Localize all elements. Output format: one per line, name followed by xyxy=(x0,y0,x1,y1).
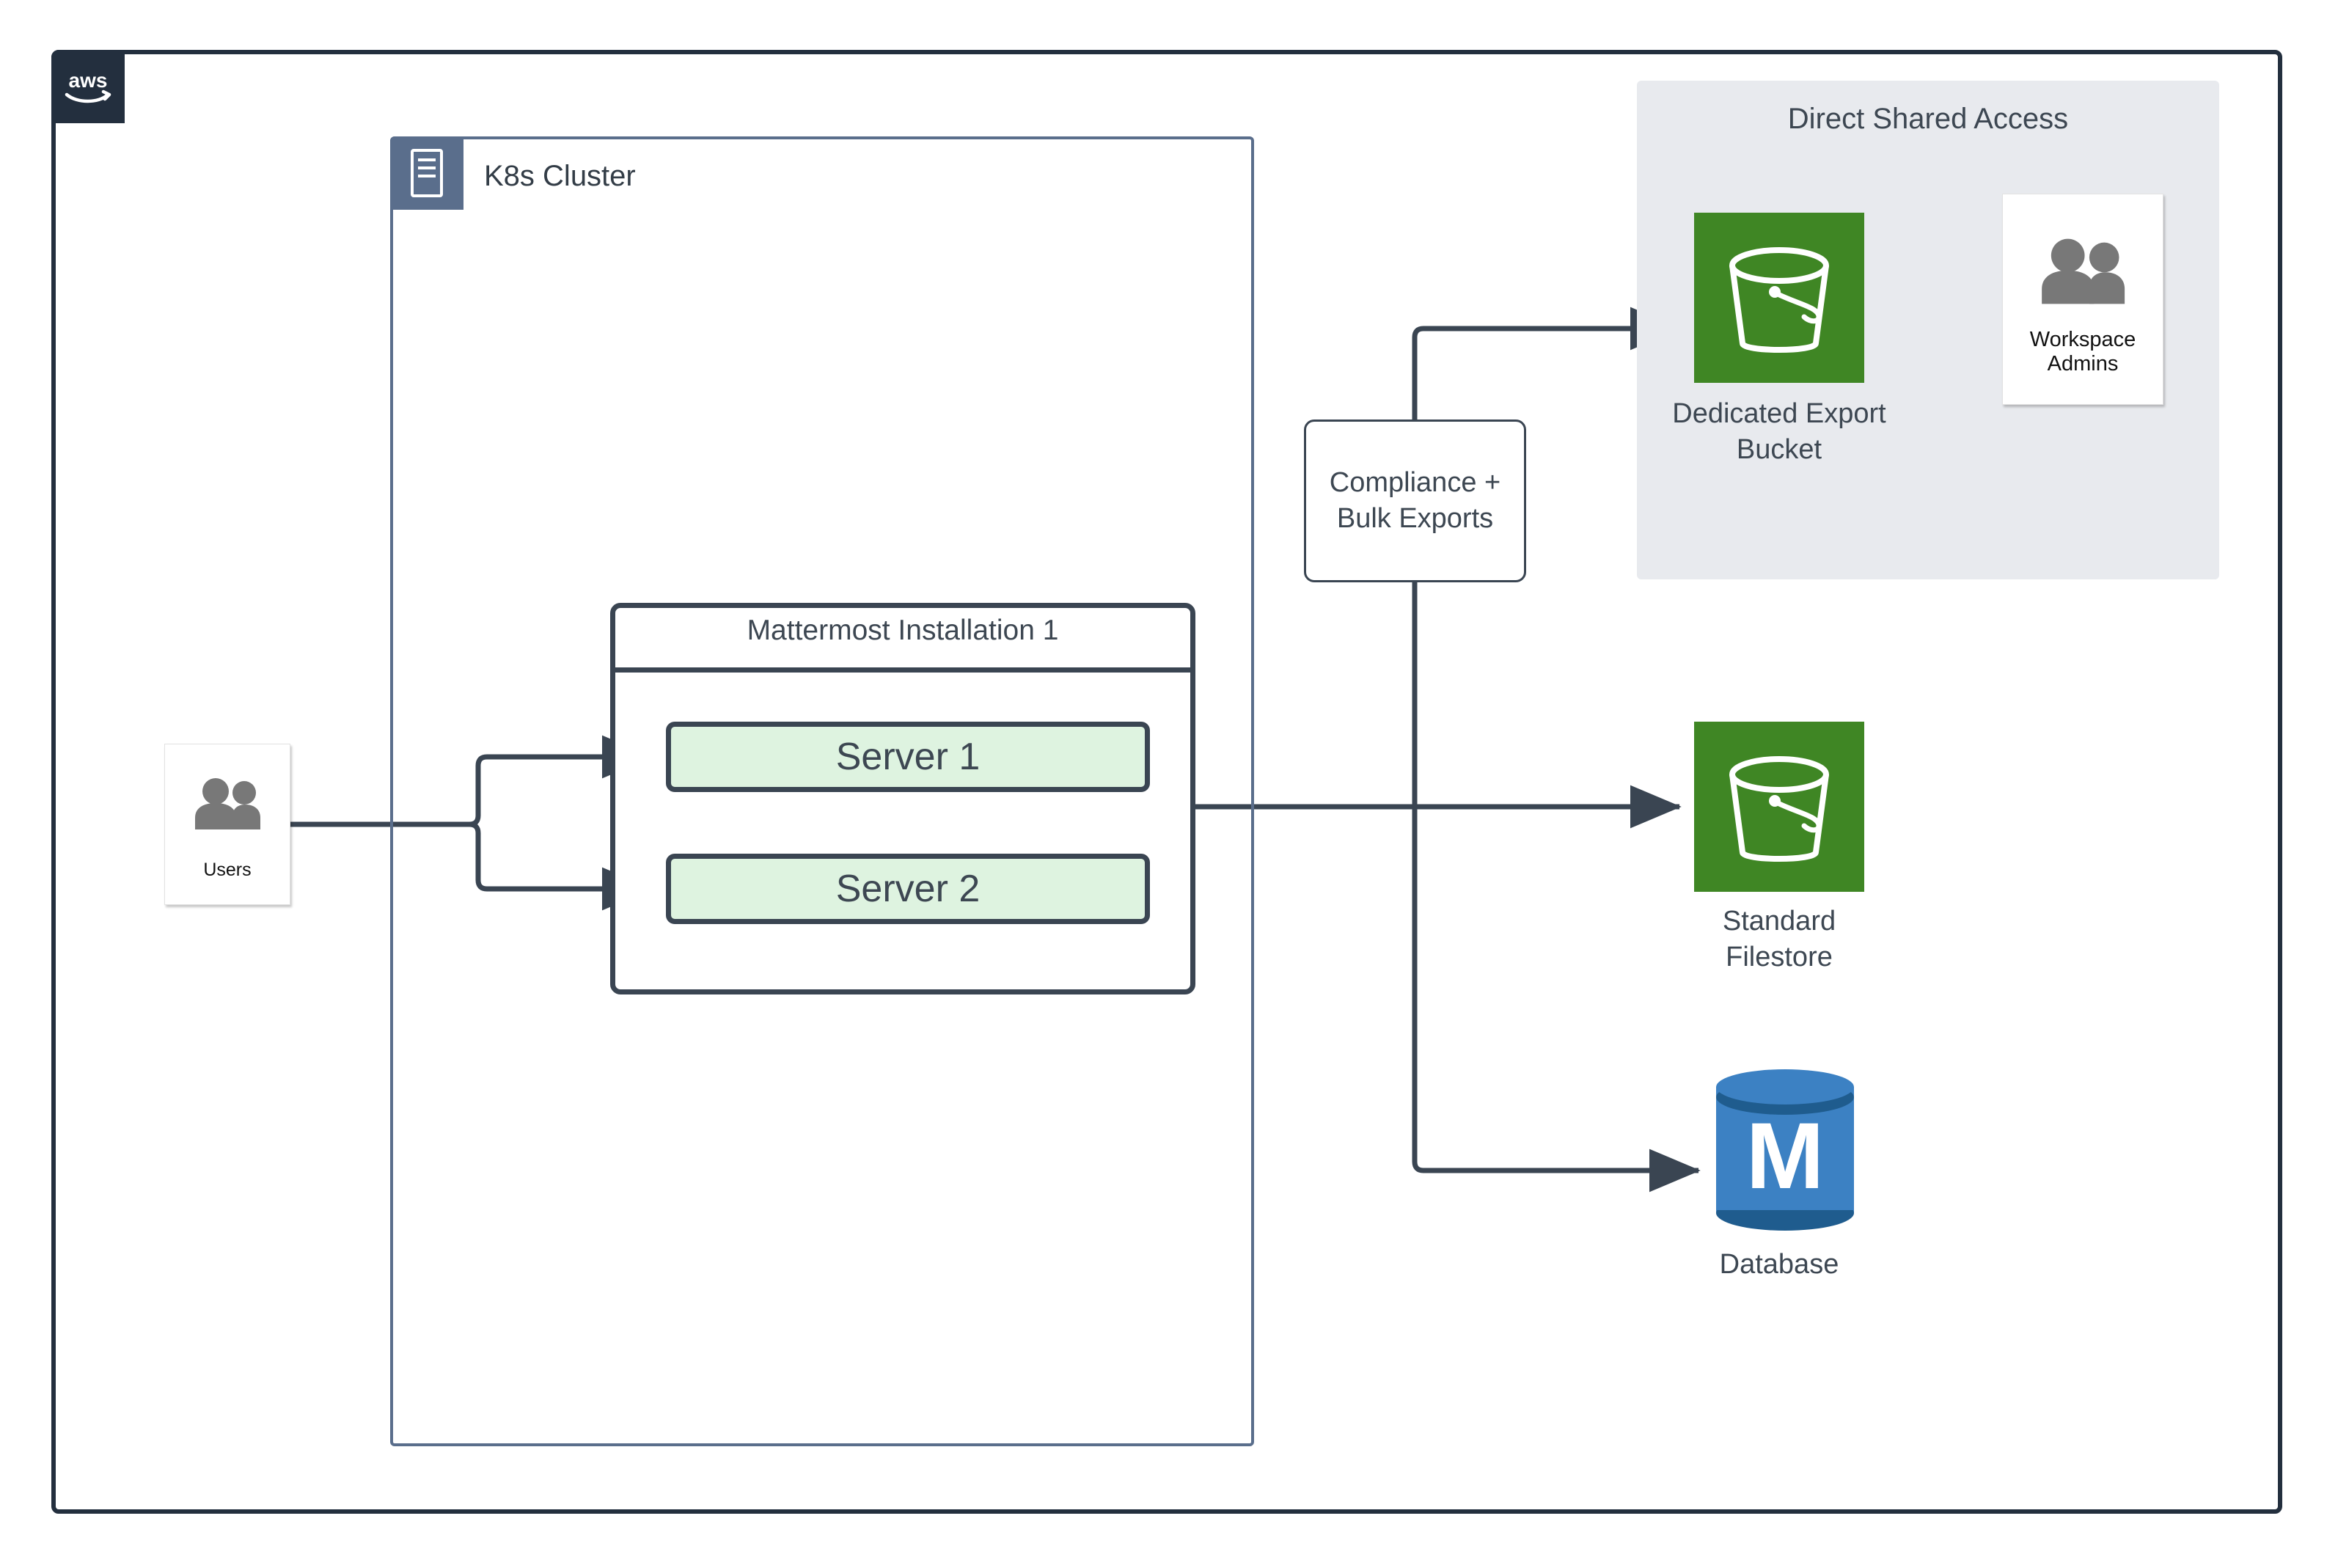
server-rack-icon xyxy=(411,149,443,197)
standard-filestore-node[interactable] xyxy=(1694,722,1864,892)
mattermost-database-icon: M xyxy=(1716,1069,1854,1231)
s3-bucket-icon xyxy=(1729,756,1829,862)
workspace-admins-label: Workspace Admins xyxy=(2029,328,2136,375)
svg-text:aws: aws xyxy=(69,69,108,92)
server-2-node[interactable]: Server 2 xyxy=(666,854,1150,924)
dedicated-export-bucket-label: Dedicated Export Bucket xyxy=(1603,396,1955,469)
k8s-cluster-title: K8s Cluster xyxy=(484,160,636,192)
users-label: Users xyxy=(203,860,252,880)
export-bucket-label-line2: Bucket xyxy=(1736,434,1822,466)
compliance-label: Compliance + Bulk Exports xyxy=(1330,465,1500,536)
k8s-cluster-badge xyxy=(390,136,463,210)
compliance-label-line2: Bulk Exports xyxy=(1336,503,1494,534)
workspace-admins-node[interactable]: Workspace Admins xyxy=(2002,194,2163,405)
users-icon xyxy=(2042,238,2125,304)
database-node[interactable]: M xyxy=(1713,1065,1857,1235)
filestore-label-line2: Filestore xyxy=(1726,942,1833,973)
k8s-cluster-boundary xyxy=(390,136,1254,1446)
aws-cloud-boundary xyxy=(51,50,2282,1514)
aws-logo-icon: aws xyxy=(65,69,111,103)
mattermost-installation-box xyxy=(610,603,1195,994)
installation-title-divider xyxy=(610,667,1195,673)
edge-compliance-to-export-bucket xyxy=(1412,307,1682,420)
standard-filestore-label: Standard Filestore xyxy=(1647,904,1911,976)
edge-fork-to-server2 xyxy=(469,821,653,911)
database-glyph: M xyxy=(1746,1104,1825,1209)
users-icon xyxy=(195,778,260,829)
users-node[interactable]: Users xyxy=(164,744,290,905)
installation-title: Mattermost Installation 1 xyxy=(747,615,1059,646)
aws-logo-badge: aws xyxy=(51,50,125,123)
filestore-label-line1: Standard xyxy=(1722,906,1836,937)
edge-compliance-to-database xyxy=(1412,582,1701,1193)
direct-shared-access-title: Direct Shared Access xyxy=(1787,103,2069,135)
compliance-label-line1: Compliance + xyxy=(1329,467,1501,499)
dedicated-export-bucket-node[interactable] xyxy=(1694,213,1864,383)
compliance-bulk-exports-node[interactable]: Compliance + Bulk Exports xyxy=(1304,420,1526,582)
export-bucket-label-line1: Dedicated Export xyxy=(1672,398,1886,429)
server-1-node[interactable]: Server 1 xyxy=(666,722,1150,792)
database-label: Database xyxy=(1719,1249,1839,1280)
s3-bucket-icon xyxy=(1729,247,1829,353)
